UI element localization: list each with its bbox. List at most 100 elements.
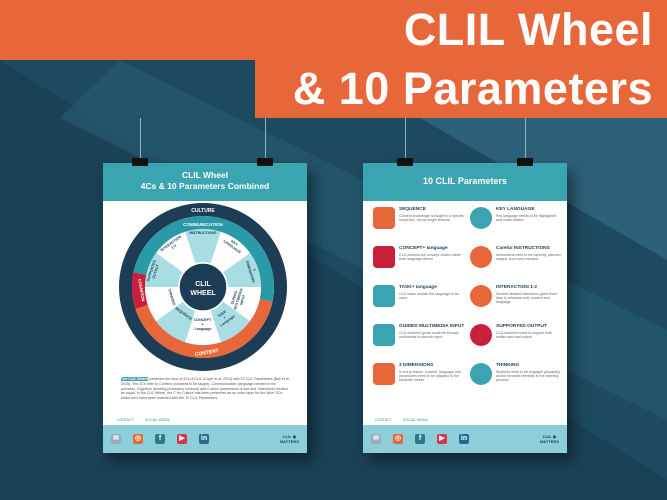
cognition-label: COGNITION [137, 278, 146, 301]
wheel-segment-4 [210, 301, 250, 343]
segment-label: INSTRUCTIONS [190, 231, 218, 235]
parameter-item: INTERACTION 1-2 Student-student interact… [470, 285, 563, 321]
communication-ring [133, 216, 274, 302]
segment-label: GUIDED MULTIMEDIA INPUT [229, 286, 248, 312]
banner-title-line2: & 10 Parameters [292, 63, 653, 114]
segment-label: SUPPORTED OUTPUT [146, 259, 161, 284]
parameter-title: 3 DIMENSIONS [399, 363, 434, 368]
paragraph-text: combines the idea of 4Cs of CLIL (Coyle … [121, 377, 290, 401]
wheel-segment-6 [156, 301, 196, 343]
title-banner-top [0, 0, 667, 60]
wheel-segment-9 [156, 231, 196, 273]
parameter-description: CLIL teachers need to support both writt… [496, 330, 553, 339]
youtube-icon[interactable]: ▶ [437, 434, 447, 444]
parameter-item: THINKING Students need to be engaged phy… [470, 363, 563, 399]
instagram-icon[interactable]: ◎ [393, 434, 403, 444]
parameter-description: Student-student interaction gives them t… [496, 291, 558, 305]
poster-10-parameters: 10 CLIL Parameters SEQUENCE Content know… [363, 163, 567, 453]
segment-label: THINKING [167, 288, 176, 306]
cognition-ring [132, 272, 148, 309]
parameter-illustration-icon [470, 324, 492, 346]
binder-clip [132, 158, 148, 166]
culture-label: CULTURE [191, 208, 215, 214]
content-ring [135, 299, 273, 358]
parameter-description: Key language needs to be highlighted and… [496, 213, 557, 222]
wheel-segment-7 [145, 287, 183, 322]
hanging-wire [140, 118, 141, 166]
parameter-description: In every lesson, content, language and p… [399, 369, 461, 383]
facebook-icon[interactable]: f [415, 434, 425, 444]
title-banner-bottom [255, 60, 667, 118]
parameter-illustration-icon [470, 207, 492, 229]
wheel-segment-1 [210, 231, 250, 273]
parameter-illustration-icon [373, 363, 395, 385]
binder-clip [517, 158, 533, 166]
parameter-title: KEY LANGUAGE [496, 207, 535, 212]
poster-title: 10 CLIL Parameters [423, 176, 507, 186]
parameter-title: CONCEPT+ language [399, 246, 448, 251]
poster-footer: ✉ ◎ f ▶ in CLIL ◉MATTERS [103, 425, 307, 453]
parameter-illustration-icon [373, 246, 395, 268]
parameter-item: Careful INSTRUCTIONS Instructions need t… [470, 246, 563, 282]
linkedin-icon[interactable]: in [459, 434, 469, 444]
description-paragraph: The CLIL Wheel combines the idea of 4Cs … [121, 377, 291, 401]
parameter-illustration-icon [373, 285, 395, 307]
paragraph-highlight: The CLIL Wheel [121, 377, 148, 381]
hanging-wire [405, 118, 406, 166]
wheel-segment-8 [145, 252, 183, 287]
parameter-illustration-icon [373, 207, 395, 229]
parameter-item: SEQUENCE Content knowledge is taught in … [373, 207, 466, 243]
communication-label: COMMUNICATION [183, 222, 223, 227]
parameter-description: CLIL teachers guide students through mul… [399, 330, 459, 339]
segment-label: CONCEPT + Language [194, 318, 213, 331]
parameter-description: CLIL lessons are concept-driven rather t… [399, 252, 461, 261]
parameter-title: THINKING [496, 363, 520, 368]
wheel-center-label: CLIL [195, 281, 211, 288]
wheel-segment-3 [223, 287, 261, 322]
parameter-list: SEQUENCE Content knowledge is taught in … [373, 207, 563, 399]
wheel-segment-5 [185, 310, 221, 345]
parameter-title: Careful INSTRUCTIONS [496, 246, 550, 251]
parameter-item: TASK+ language CLIL tasks contain the la… [373, 285, 466, 321]
linkedin-icon[interactable]: in [199, 434, 209, 444]
contact-label: CONTACT [117, 418, 134, 422]
wheel-segment-0 [185, 229, 221, 264]
binder-clip [397, 158, 413, 166]
parameter-item: 3 DIMENSIONS In every lesson, content, l… [373, 363, 466, 399]
facebook-icon[interactable]: f [155, 434, 165, 444]
contact-label: CONTACT [375, 418, 392, 422]
poster-header: CLIL Wheel 4Cs & 10 Parameters Combined [103, 163, 307, 201]
mail-icon[interactable]: ✉ [371, 434, 381, 444]
parameter-title: SEQUENCE [399, 207, 426, 212]
parameter-title: TASK+ language [399, 285, 437, 290]
parameter-description: Instructions need to be carefully planne… [496, 252, 562, 261]
hanging-wire [265, 118, 266, 166]
clil-matters-logo: CLIL ◉MATTERS [539, 434, 559, 444]
banner-title-line1: CLIL Wheel [403, 4, 653, 55]
segment-label: 3 DIMENSIONS [245, 259, 260, 284]
youtube-icon[interactable]: ▶ [177, 434, 187, 444]
poster-footer: ✉ ◎ f ▶ in CLIL ◉MATTERS [363, 425, 567, 453]
parameter-item: SUPPORTED OUTPUT CLIL teachers need to s… [470, 324, 563, 360]
hanging-wire [525, 118, 526, 166]
parameter-title: GUIDED MULTIMEDIA INPUT [399, 324, 465, 329]
parameter-illustration-icon [373, 324, 395, 346]
poster-header: 10 CLIL Parameters [363, 163, 567, 201]
parameter-illustration-icon [470, 285, 492, 307]
wheel-segment-2 [223, 252, 261, 287]
poster-clil-wheel: CLIL Wheel 4Cs & 10 Parameters Combined … [103, 163, 307, 453]
clil-matters-logo: CLIL ◉MATTERS [279, 434, 299, 444]
parameter-illustration-icon [470, 363, 492, 385]
parameter-item: KEY LANGUAGE Key language needs to be hi… [470, 207, 563, 243]
parameter-title: SUPPORTED OUTPUT [496, 324, 547, 329]
mail-icon[interactable]: ✉ [111, 434, 121, 444]
binder-clip [257, 158, 273, 166]
content-label: CONTENT [194, 348, 219, 358]
instagram-icon[interactable]: ◎ [133, 434, 143, 444]
social-label: SOCIAL MEDIA [403, 418, 428, 422]
parameter-item: CONCEPT+ language CLIL lessons are conce… [373, 246, 466, 282]
parameter-illustration-icon [470, 246, 492, 268]
poster-title: CLIL Wheel [181, 170, 229, 180]
parameter-description: Students need to be engaged physically a… [496, 369, 560, 383]
